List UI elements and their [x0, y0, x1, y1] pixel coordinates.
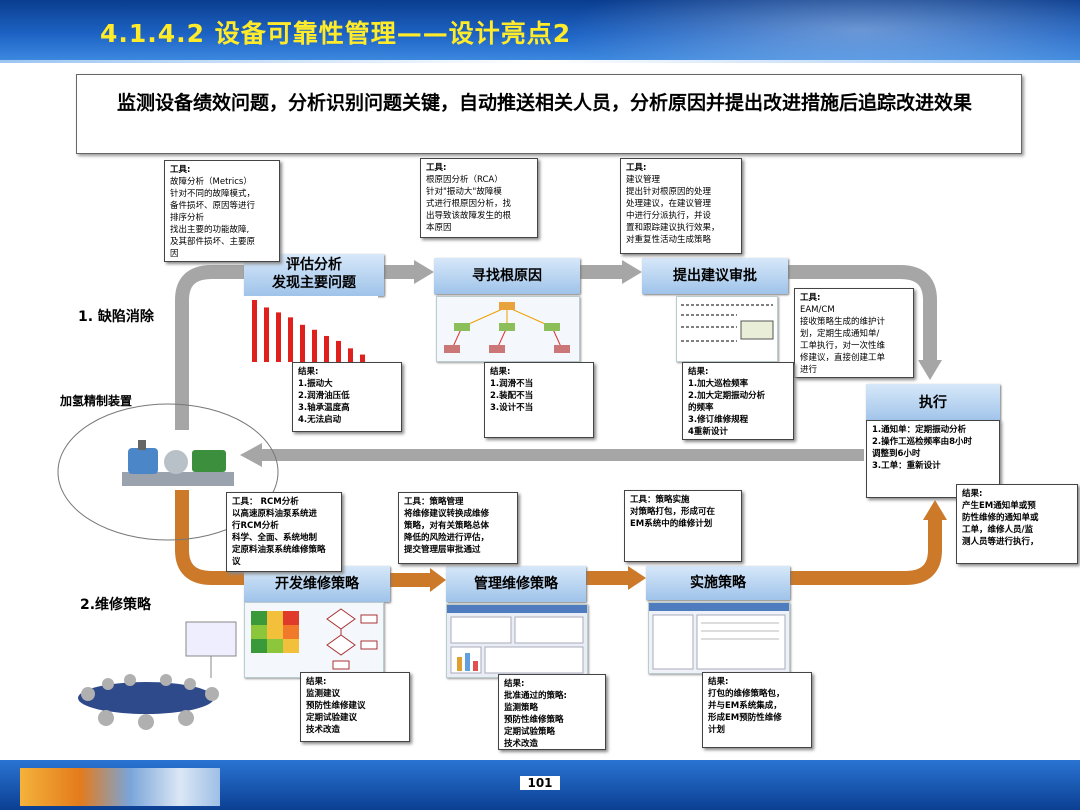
label-device: 加氢精制装置 — [60, 394, 133, 408]
pump-device-image — [118, 436, 238, 492]
result5-body: 批准通过的策略: 监测策略 预防性维修策略 定期试验策略 技术改造 — [504, 691, 567, 749]
tool-box-rca: 工具: 根原因分析（RCA） 针对"振动大"故障模 式进行根原因分析，找 出导致… — [420, 158, 538, 238]
tree-diagram-icon — [444, 302, 570, 353]
tool-box-rcm: 工具： RCM分析 以高速原料油泵系统进 行RCM分析 科学、全面、系统地制 定… — [226, 492, 342, 572]
result-box-6: 结果: 打包的维修策略包， 并与EM系统集成， 形成EM预防性维修 计划 — [702, 672, 812, 748]
bar-mark — [276, 312, 281, 362]
result4-body: 监测建议 预防性维修建议 定期试验建议 技术改造 — [306, 689, 366, 735]
result-em-title: 结果: — [962, 489, 983, 499]
rcm-flowchart-thumbnail — [244, 602, 384, 678]
tool-build-subtitle: 建议管理 — [626, 175, 661, 185]
stage-root-cause: 寻找根原因 — [434, 258, 580, 294]
result6-title: 结果: — [708, 677, 729, 687]
tool-rcm-body: 以高速原料油泵系统进 行RCM分析 科学、全面、系统地制 定原料油泵系统维修策略… — [232, 509, 326, 567]
strategy-manager-thumbnail — [446, 604, 588, 678]
tool-build-title: 工具: — [626, 163, 647, 173]
meeting-image — [66, 618, 252, 738]
tool-implement-body: 对策略打包，形成可在 EM系统中的维修计划 — [630, 507, 716, 529]
pump-icon — [122, 440, 234, 486]
stage-implement: 实施策略 — [646, 566, 790, 600]
tool-eam-subtitle: EAM/CM — [800, 305, 835, 315]
result1-title: 结果: — [298, 367, 319, 377]
flow-arrow-orange-left — [175, 490, 244, 585]
stage-suggest: 提出建议审批 — [642, 258, 788, 294]
execute-result-body: 1.通知单：定期振动分析 2.操作工巡检频率由8小时 调整到6小时 3.工单：重… — [872, 425, 973, 471]
header-divider — [0, 60, 1080, 63]
label-defect-elimination: 1. 缺陷消除 — [78, 309, 154, 325]
tool-rca-title: 工具: — [426, 163, 447, 173]
stage-evaluate-line2: 发现主要问题 — [272, 275, 356, 291]
page-number: 101 — [520, 776, 560, 790]
tool-box-eam: 工具: EAM/CM 接收策略生成的维护计 划，定期生成通知单/ 工单执行，对一… — [794, 288, 914, 378]
header-banner — [0, 0, 1080, 62]
summary-box: 监测设备绩效问题，分析识别问题关键，自动推送相关人员，分析原因并提出改进措施后追… — [76, 74, 1022, 154]
result6-body: 打包的维修策略包， 并与EM系统集成， 形成EM预防性维修 计划 — [708, 689, 785, 735]
tool-eam-title: 工具: — [800, 293, 821, 303]
meeting-icon — [78, 621, 237, 730]
bar-mark — [336, 340, 341, 362]
tool-implement-title: 工具：策略实施 — [630, 495, 690, 505]
flow-arrow-to-execute — [788, 265, 937, 360]
tool-metrics-title: 工具: — [170, 165, 191, 175]
bar-mark — [324, 335, 329, 362]
result-em-box: 结果: 产生EM通知单或预 防性维修的通知单或 工单，维修人员/监 测人员等进行… — [956, 484, 1078, 564]
result1-body: 1.振动大 2.润滑油压低 3.轴承温度高 4.无法启动 — [298, 379, 350, 425]
tool-rca-subtitle: 根原因分析（RCA） — [426, 175, 503, 185]
result3-body: 1.加大巡检频率 2.加大定期振动分析 的频率 3.修订维修规程 4重新设计 — [688, 379, 766, 437]
tool-box-implement: 工具：策略实施 对策略打包，形成可在 EM系统中的维修计划 — [624, 490, 742, 562]
result2-body: 1.润滑不当 2.装配不当 3.设计不当 — [490, 379, 534, 413]
tool-build-body: 提出针对根原因的处理 处理建议，在建议管理 中进行分派执行，并设 置和跟踪建议执… — [626, 187, 720, 245]
tool-eam-body: 接收策略生成的维护计 划，定期生成通知单/ 工单执行，对一次性维 修建议，直接创… — [800, 317, 886, 375]
tool-rca-body: 针对"振动大"故障模 式进行根原因分析，找 出导致该故障发生的根 本原因 — [426, 187, 512, 233]
bar-mark — [300, 324, 305, 362]
result-em-body: 产生EM通知单或预 防性维修的通知单或 工单，维修人员/监 测人员等进行执行， — [962, 501, 1039, 547]
bar-mark — [312, 329, 317, 362]
form-icon — [681, 304, 774, 342]
result-box-2: 结果: 1.润滑不当 2.装配不当 3.设计不当 — [484, 362, 594, 438]
result-box-4: 结果: 监测建议 预防性维修建议 定期试验建议 技术改造 — [300, 672, 410, 742]
result3-title: 结果: — [688, 367, 709, 377]
bar-mark — [348, 348, 353, 362]
stage-manage: 管理维修策略 — [446, 566, 586, 602]
bar-mark — [252, 300, 257, 362]
device-oval — [57, 403, 279, 541]
result-box-3: 结果: 1.加大巡检频率 2.加大定期振动分析 的频率 3.修订维修规程 4重新… — [682, 362, 794, 440]
package-list-icon — [649, 603, 789, 670]
bar-chart-graphic — [252, 300, 365, 362]
footer-photo-strip — [20, 768, 220, 806]
result-box-1: 结果: 1.振动大 2.润滑油压低 3.轴承温度高 4.无法启动 — [292, 362, 402, 432]
rcm-matrix-icon — [251, 608, 378, 670]
suggestion-form-thumbnail — [676, 296, 778, 362]
tool-box-metrics: 工具: 故障分析（Metrics） 针对不同的故障模式， 备件损坏、原因等进行 … — [164, 160, 280, 262]
result5-title: 结果: — [504, 679, 525, 689]
implementation-thumbnail — [648, 602, 790, 674]
bar-mark — [264, 307, 269, 362]
tool-rcm-title: 工具： RCM分析 — [232, 497, 299, 507]
result2-title: 结果: — [490, 367, 511, 377]
flow-arrow-orange-up — [790, 520, 942, 585]
root-cause-tree-thumbnail — [436, 296, 580, 362]
bar-chart-thumbnail — [244, 296, 378, 362]
stage-evaluate-line1: 评估分析 — [286, 257, 342, 273]
summary-text: 监测设备绩效问题，分析识别问题关键，自动推送相关人员，分析原因并提出改进措施后追… — [117, 92, 973, 114]
result-box-5: 结果: 批准通过的策略: 监测策略 预防性维修策略 定期试验策略 技术改造 — [498, 674, 606, 750]
result4-title: 结果: — [306, 677, 327, 687]
tool-policy-title: 工具：策略管理 — [404, 497, 464, 507]
label-maintenance-strategy: 2.维修策略 — [80, 597, 152, 613]
tool-box-build: 工具: 建议管理 提出针对根原因的处理 处理建议，在建议管理 中进行分派执行，并… — [620, 158, 742, 254]
bar-mark — [360, 354, 365, 362]
stage-develop: 开发维修策略 — [244, 566, 390, 602]
tool-policy-body: 将维修建议转换成维修 策略，对有关策略总体 降低的风险进行评估， 提交管理层审批… — [404, 509, 490, 555]
tool-metrics-subtitle: 故障分析（Metrics） — [170, 177, 252, 187]
flow-arrow-top-left — [175, 265, 244, 430]
stage-execute: 执行 — [866, 384, 1000, 422]
dashboard-icon — [447, 605, 587, 674]
tool-box-policy: 工具：策略管理 将维修建议转换成维修 策略，对有关策略总体 降低的风险进行评估，… — [398, 492, 518, 564]
tool-metrics-body: 针对不同的故障模式， 备件损坏、原因等进行 排序分析 找出主要的功能故障, 及其… — [170, 189, 256, 259]
bar-mark — [288, 317, 293, 362]
page-title: 4.1.4.2 设备可靠性管理——设计亮点2 — [100, 19, 572, 48]
